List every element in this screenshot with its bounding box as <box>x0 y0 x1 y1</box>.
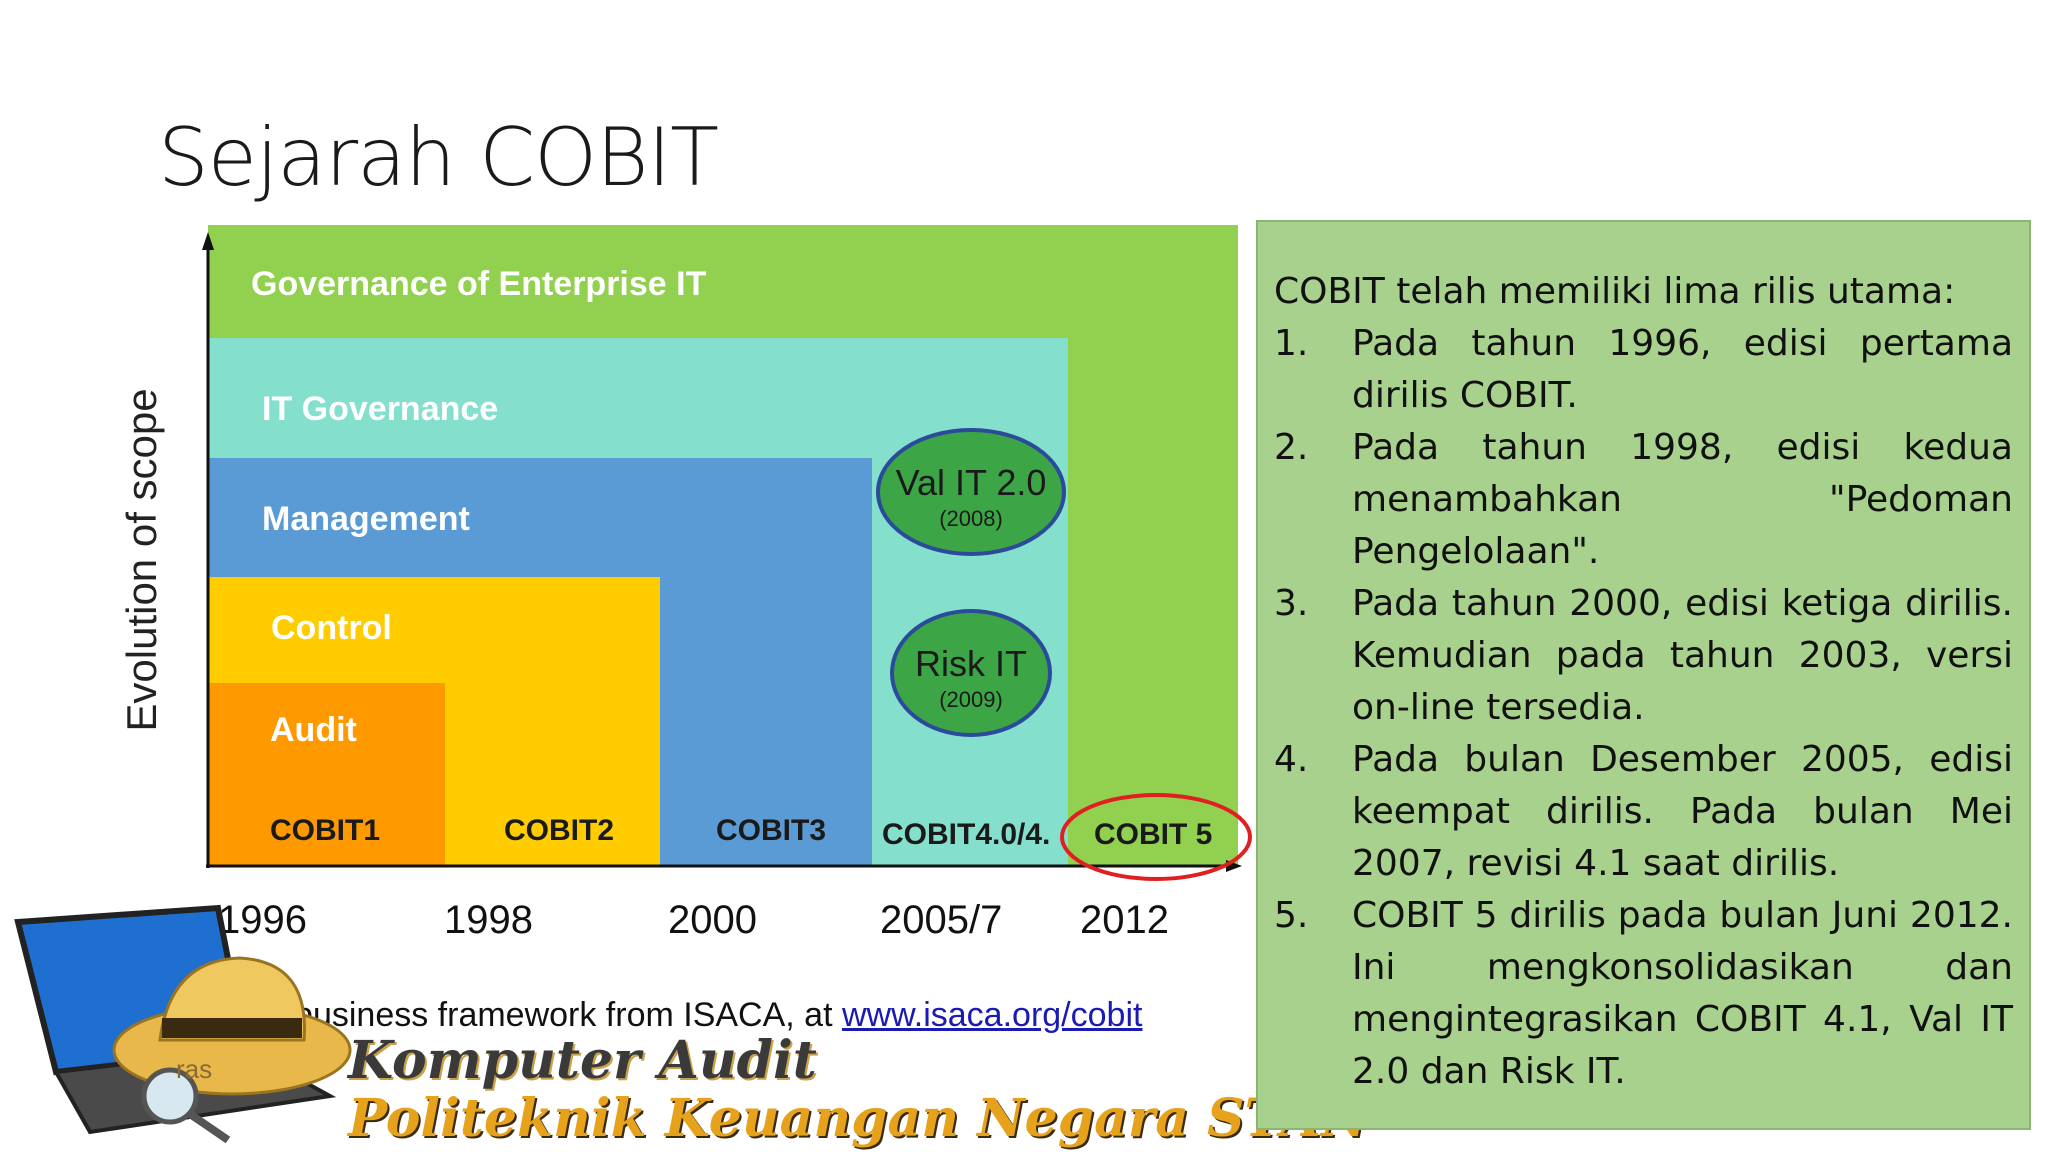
cobit-evolution-diagram: Governance of Enterprise IT IT Governanc… <box>118 225 1252 1035</box>
year-label-1998: 1998 <box>444 898 533 942</box>
hat-text: ras <box>176 1054 213 1084</box>
year-label-1996: 1996 <box>218 898 307 942</box>
release-item: 1. Pada tahun 1996, edisi pertama dirilis… <box>1274 318 2013 422</box>
release-item-number: 2. <box>1274 427 1309 468</box>
release-item: 2. Pada tahun 1998, edisi kedua menambahk… <box>1274 422 2013 578</box>
release-item-number: 1. <box>1274 323 1309 364</box>
footnote: An business framework from ISACA, at www… <box>243 996 1142 1035</box>
y-axis-label: Evolution of scope <box>118 388 165 732</box>
version-label-cobit4: COBIT4.0/4. <box>882 818 1051 851</box>
release-item: 3. Pada tahun 2000, edisi ketiga dirilis.… <box>1274 578 2013 734</box>
cobit5-highlight-circle <box>1060 793 1252 881</box>
version-label-cobit5: COBIT 5 <box>1094 818 1213 851</box>
cobit-history-textbox: COBIT telah memiliki lima rilis utama: 1… <box>1256 220 2031 1130</box>
release-item-number: 3. <box>1274 583 1309 624</box>
textbox-intro: COBIT telah memiliki lima rilis utama: <box>1274 271 1956 312</box>
band-label-control: Control <box>271 609 392 647</box>
band-label-audit: Audit <box>270 711 357 749</box>
release-list: 1. Pada tahun 1996, edisi pertama dirilis… <box>1274 318 2013 1098</box>
year-label-2005-7: 2005/7 <box>880 898 1003 942</box>
release-item-number: 5. <box>1274 895 1309 936</box>
hat-band <box>162 1018 302 1038</box>
isaca-link[interactable]: www.isaca.org/cobit <box>841 996 1143 1034</box>
band-label-governance-enterprise-it: Governance of Enterprise IT <box>251 265 707 303</box>
logo-subtitle: Politeknik Keuangan Negara STAN <box>348 1088 1369 1149</box>
release-item-text: COBIT 5 dirilis pada bulan Juni 2012. In… <box>1352 895 2013 1092</box>
footnote-text: An business framework from ISACA, at <box>243 996 842 1034</box>
oval-risk-it: Risk IT (2009) <box>890 609 1052 737</box>
year-label-2000: 2000 <box>668 898 757 942</box>
slide-title: Sejarah COBIT <box>158 111 719 204</box>
oval-risk-it-year: (2009) <box>939 687 1003 712</box>
version-label-cobit2: COBIT2 <box>504 814 615 847</box>
laptop-hat-illustration <box>14 904 352 1144</box>
band-label-management: Management <box>262 500 470 538</box>
band-audit: Audit <box>208 683 445 865</box>
y-axis-arrow <box>202 232 214 250</box>
oval-val-it: Val IT 2.0 (2008) <box>876 428 1066 556</box>
release-item-text: Pada bulan Desember 2005, edisi keempat … <box>1352 739 2013 884</box>
release-item-text: Pada tahun 2000, edisi ketiga dirilis. K… <box>1352 583 2013 728</box>
band-label-it-governance: IT Governance <box>262 390 499 428</box>
magnifier-handle <box>187 1110 231 1144</box>
release-item-text: Pada tahun 1998, edisi kedua menambahkan… <box>1352 427 2013 572</box>
oval-risk-it-title: Risk IT <box>915 643 1027 684</box>
release-item-text: Pada tahun 1996, edisi pertama dirilis C… <box>1352 323 2013 416</box>
axes-svg <box>202 232 1252 881</box>
logo-title: Komputer Audit <box>348 1030 817 1091</box>
version-label-cobit3: COBIT3 <box>716 814 827 847</box>
oval-val-it-title: Val IT 2.0 <box>895 462 1047 503</box>
release-item-number: 4. <box>1274 739 1309 780</box>
year-label-2012: 2012 <box>1080 898 1169 942</box>
magnifier-glass <box>141 1067 199 1125</box>
release-item: 4. Pada bulan Desember 2005, edisi keempa… <box>1274 734 2013 890</box>
oval-val-it-year: (2008) <box>939 506 1003 531</box>
version-label-cobit1: COBIT1 <box>270 814 381 847</box>
release-item: 5. COBIT 5 dirilis pada bulan Juni 2012. … <box>1274 890 2013 1098</box>
